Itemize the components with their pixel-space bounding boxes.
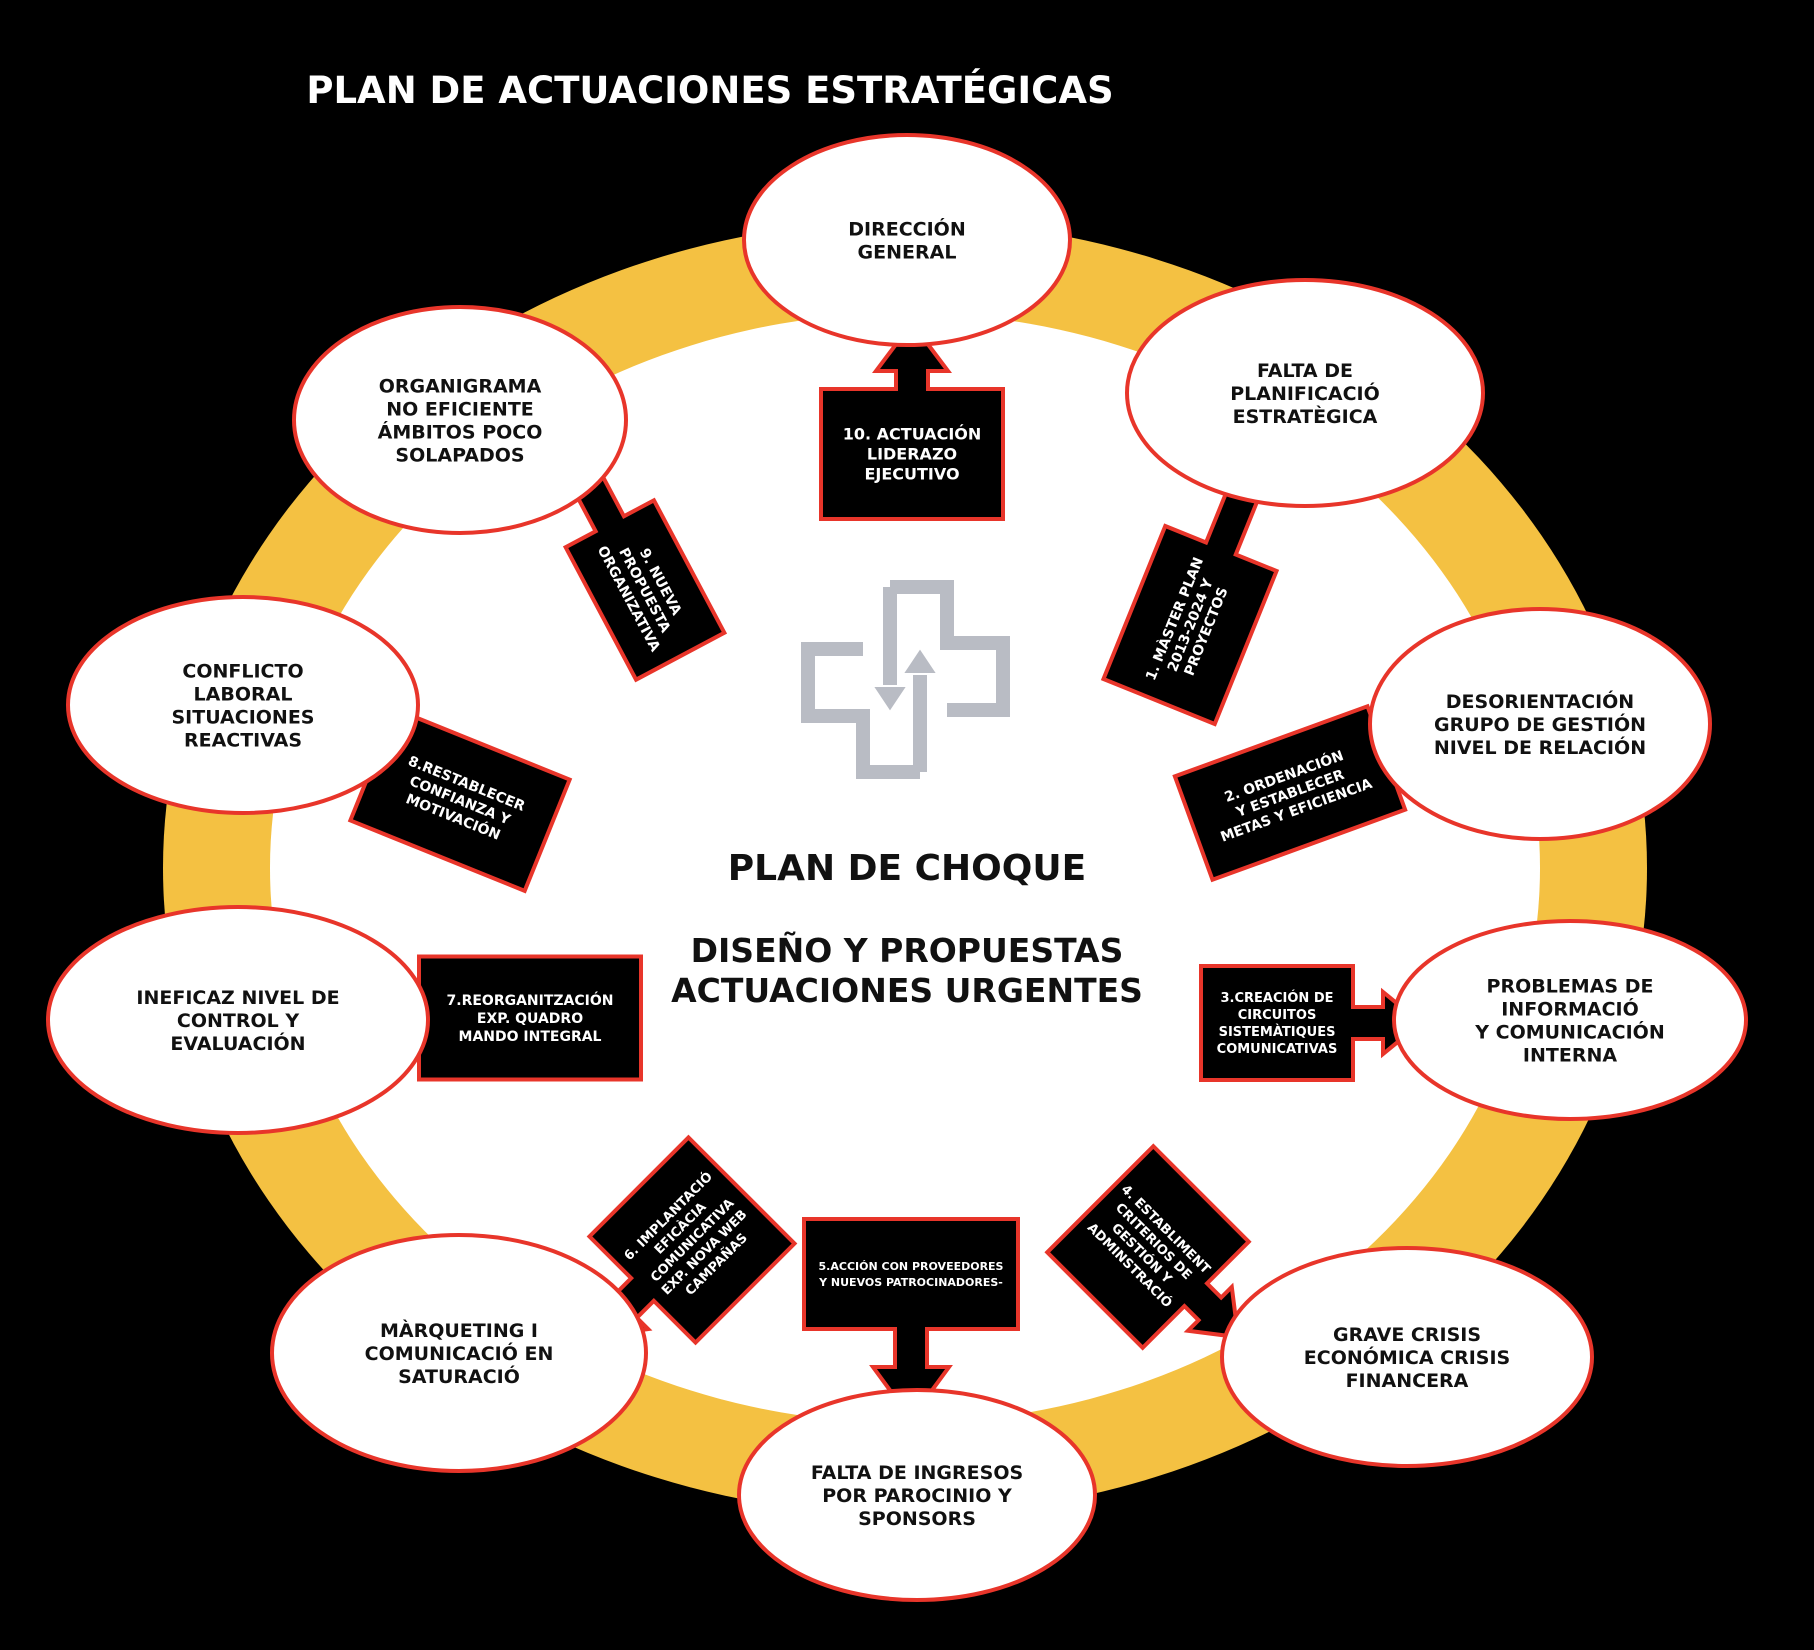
- action-label-line: MANDO INTEGRAL: [459, 1029, 602, 1045]
- center-subtitle-line: DISEÑO Y PROPUESTAS: [691, 930, 1124, 970]
- center-subtitle-line: ACTUACIONES URGENTES: [671, 971, 1143, 1010]
- action-label-line: 3.CREACIÓN DE: [1221, 990, 1334, 1006]
- actuacion-10-shape: [819, 319, 1005, 521]
- falta-ingresos-oval: [737, 1388, 1097, 1602]
- actuacion-5-arrow: 5.ACCIÓN CON PROVEEDORES Y NUEVOS PATROCI…: [802, 1217, 1020, 1423]
- problem-label-line: INFORMACIÓ: [1501, 997, 1639, 1021]
- action-label-line: 7.REORGANITZACIÓN: [447, 991, 614, 1009]
- problem-label-line: SATURACIÓ: [398, 1364, 520, 1388]
- problem-label-line: SOLAPADOS: [395, 445, 524, 467]
- problem-label-line: PLANIFICACIÓ: [1230, 381, 1380, 405]
- center-block: PLAN DE CHOQUE DISEÑO Y PROPUESTAS ACTUA…: [671, 848, 1143, 1010]
- problem-label-line: FINANCERA: [1346, 1370, 1469, 1392]
- action-label-line: 10. ACTUACIÓN: [843, 425, 982, 444]
- desorientacion-oval: [1368, 607, 1712, 841]
- action-label-line: LIDERAZO: [867, 445, 957, 464]
- action-label-line: Y NUEVOS PATROCINADORES-: [818, 1276, 1003, 1289]
- problem-label-line: ÁMBITOS POCO: [378, 421, 543, 444]
- action-label-line: EXP. QUADRO: [477, 1011, 583, 1027]
- problem-label-line: DESORIENTACIÓN: [1446, 689, 1634, 713]
- problem-label-line: EVALUACIÓN: [170, 1031, 305, 1055]
- ineficaz-control-oval: [46, 905, 430, 1135]
- problem-label-line: INEFICAZ NIVEL DE: [136, 987, 339, 1009]
- problem-label-line: FALTA DE: [1257, 360, 1353, 382]
- action-label-line: SISTEMÀTIQUES: [1219, 1024, 1336, 1040]
- problem-label-line: LABORAL: [194, 684, 293, 706]
- actuacion-4-shape: [1044, 1143, 1252, 1351]
- problem-label-line: ORGANIGRAMA: [379, 376, 542, 398]
- problem-label-line: ECONÓMICA CRISIS: [1304, 1345, 1510, 1369]
- problemas-informacio-oval: [1392, 919, 1748, 1121]
- actuacion-5-label: 5.ACCIÓN CON PROVEEDORES Y NUEVOS PATROCI…: [818, 1260, 1003, 1289]
- problem-label-line: PROBLEMAS DE: [1487, 976, 1654, 998]
- problem-label-line: COMUNICACIÓ EN: [365, 1341, 554, 1365]
- direccion-general-oval: [742, 133, 1072, 347]
- marqueting-oval: [270, 1233, 648, 1473]
- problem-label-line: NIVEL DE RELACIÓN: [1434, 735, 1646, 759]
- conflicto-laboral-oval: [66, 595, 420, 815]
- problem-label-line: Y COMUNICACIÓN: [1474, 1020, 1665, 1044]
- action-label-line: 5.ACCIÓN CON PROVEEDORES: [819, 1260, 1004, 1273]
- action-label-line: CIRCUITOS: [1238, 1008, 1317, 1023]
- problem-label-line: POR PAROCINIO Y: [822, 1485, 1012, 1507]
- actuacion-7-arrow: 7.REORGANITZACIÓN EXP. QUADRO MANDO INTEGR…: [300, 954, 643, 1082]
- problem-label-line: NO EFICIENTE: [386, 399, 534, 421]
- action-label-line: EJECUTIVO: [864, 465, 959, 484]
- problem-label-line: GRAVE CRISIS: [1333, 1324, 1481, 1346]
- center-title: PLAN DE CHOQUE: [728, 848, 1086, 889]
- page-title: PLAN DE ACTUACIONES ESTRATÉGICAS: [306, 68, 1113, 112]
- actuacion-7-label: 7.REORGANITZACIÓN EXP. QUADRO MANDO INTEGR…: [447, 991, 614, 1045]
- falta-planificacio-oval: [1125, 278, 1485, 508]
- problem-label-line: DIRECCIÓN: [848, 217, 965, 241]
- problem-label-line: INTERNA: [1523, 1045, 1617, 1067]
- problem-label-line: SITUACIONES: [172, 707, 315, 729]
- problem-label-line: CONTROL Y: [177, 1010, 299, 1032]
- problem-label-line: CONFLICTO: [182, 661, 303, 683]
- organigrama-oval: [292, 305, 628, 535]
- grave-crisis-oval: [1220, 1246, 1594, 1468]
- problem-label-line: FALTA DE INGRESOS: [811, 1462, 1023, 1484]
- problem-label-line: ESTRATÈGICA: [1233, 405, 1378, 428]
- logo-icon: [801, 580, 1010, 779]
- action-label-line: COMUNICATIVAS: [1217, 1042, 1338, 1057]
- problem-label-line: SPONSORS: [858, 1508, 976, 1530]
- problem-label-line: GENERAL: [858, 242, 957, 264]
- problem-label-line: REACTIVAS: [184, 730, 302, 752]
- problem-label-line: MÀRQUETING I: [380, 1319, 538, 1342]
- problem-label-line: GRUPO DE GESTIÓN: [1434, 712, 1646, 736]
